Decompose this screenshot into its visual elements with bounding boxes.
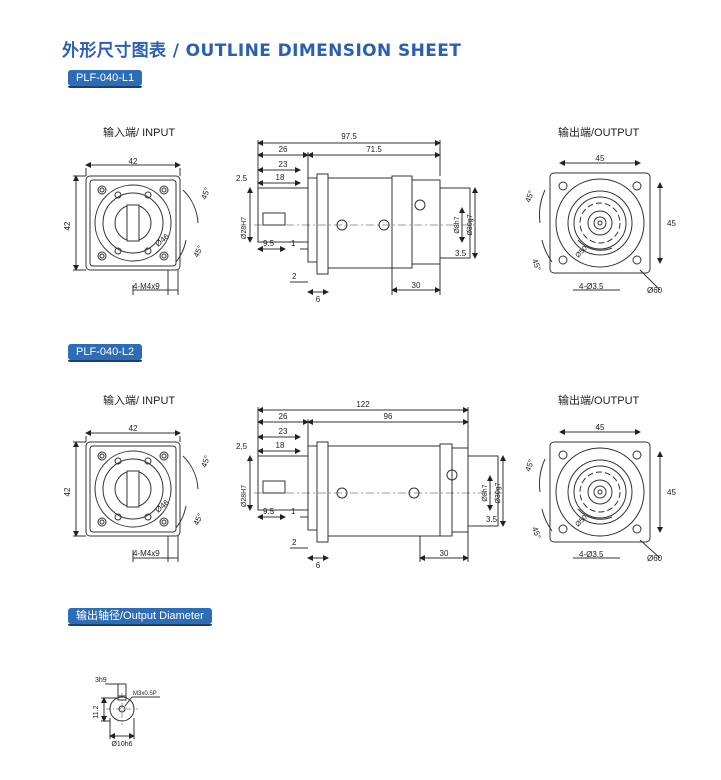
l1-out-flange: Ø60 bbox=[647, 286, 663, 295]
l2-dim-body: 96 bbox=[384, 412, 393, 421]
shaft-diameter: Ø10h6 bbox=[111, 741, 132, 748]
l1-dim-18: 18 bbox=[276, 173, 285, 182]
l1-in-angle: 45° bbox=[199, 186, 212, 200]
page-title: 外形尺寸图表 / OUTLINE DIMENSION SHEET bbox=[62, 41, 462, 61]
l1-dim-30: 30 bbox=[412, 281, 421, 290]
l2-in-height: 42 bbox=[63, 487, 72, 496]
shaft-height: 11.2 bbox=[93, 705, 100, 718]
output-label-l1: 输出端/OUTPUT bbox=[558, 127, 640, 139]
l2-in-angle2: 45° bbox=[192, 512, 205, 527]
l1-in-holes: 4-M4x9 bbox=[133, 282, 160, 291]
l2-out-angle2: 45° bbox=[530, 526, 543, 540]
l1-dim-9-5: 9.5 bbox=[263, 239, 275, 248]
l1-side-view bbox=[247, 140, 478, 295]
shaft-detail-view bbox=[101, 683, 160, 739]
l2-out-height: 45 bbox=[667, 488, 676, 497]
l2-out-width: 45 bbox=[596, 423, 605, 432]
l2-in-bolt-circle: Ø46 bbox=[154, 498, 172, 515]
model-tag-l1: PLF-040-L1 bbox=[68, 70, 143, 88]
l1-in-angle2: 45° bbox=[192, 244, 205, 259]
l2-pilot: Ø30g7 bbox=[495, 482, 502, 503]
l2-dim-26: 26 bbox=[279, 412, 288, 421]
l2-dim-9-5: 9.5 bbox=[263, 507, 275, 516]
output-label-l2: 输出端/OUTPUT bbox=[558, 395, 640, 407]
l1-out-holes: 4-Ø3.5 bbox=[579, 282, 604, 291]
l2-side-view bbox=[247, 407, 506, 562]
l2-output-view bbox=[539, 429, 663, 559]
l2-out-flange: Ø60 bbox=[647, 554, 663, 563]
l2-total-length: 122 bbox=[356, 400, 370, 409]
l2-in-holes: 4-M4x9 bbox=[133, 549, 160, 558]
l1-dim-23: 23 bbox=[279, 160, 288, 169]
l2-input-view bbox=[73, 430, 199, 562]
l1-in-bolt-circle: Ø46 bbox=[154, 232, 172, 249]
l2-shaft: Ø8h7 bbox=[482, 484, 489, 501]
l1-dim-2: 2 bbox=[292, 272, 297, 281]
l2-dim-2-5: 2.5 bbox=[236, 442, 248, 451]
input-label-l1: 输入端/ INPUT bbox=[103, 127, 176, 139]
l2-dim-6: 6 bbox=[316, 561, 321, 570]
l2-bore: Ø28H7 bbox=[241, 485, 248, 507]
l2-dim-3-5: 3.5 bbox=[486, 515, 498, 524]
l1-out-width: 45 bbox=[596, 154, 605, 163]
output-diameter-tag: 输出轴径/Output Diameter bbox=[68, 608, 212, 626]
l1-output-view bbox=[539, 160, 663, 291]
l1-dim-2-5: 2.5 bbox=[236, 174, 248, 183]
l2-out-holes: 4-Ø3.5 bbox=[579, 550, 604, 559]
l1-dim-26: 26 bbox=[279, 145, 288, 154]
l1-input-view bbox=[73, 162, 199, 295]
l1-dim-6: 6 bbox=[316, 295, 321, 304]
l2-dim-23: 23 bbox=[279, 427, 288, 436]
l1-out-angle: 45° bbox=[523, 189, 536, 203]
l2-dim-2: 2 bbox=[292, 538, 297, 547]
l1-out-angle2: 45° bbox=[530, 258, 543, 272]
l1-in-height: 42 bbox=[63, 221, 72, 230]
l2-in-angle: 45° bbox=[199, 454, 212, 468]
shaft-key-width: 3h9 bbox=[95, 677, 107, 684]
l1-shaft: Ø8h7 bbox=[454, 216, 461, 233]
l1-bore: Ø28H7 bbox=[241, 217, 248, 239]
l1-dim-3-5: 3.5 bbox=[455, 249, 467, 258]
l1-out-height: 45 bbox=[667, 219, 676, 228]
l2-dim-1: 1 bbox=[291, 507, 296, 516]
l1-in-width: 42 bbox=[129, 157, 138, 166]
l1-total-length: 97.5 bbox=[341, 132, 357, 141]
model-tag-l2: PLF-040-L2 bbox=[68, 344, 143, 362]
input-label-l2: 输入端/ INPUT bbox=[103, 395, 176, 407]
l2-dim-18: 18 bbox=[276, 441, 285, 450]
shaft-thread: M3x0.5P bbox=[133, 691, 157, 697]
l2-out-angle: 45° bbox=[523, 458, 536, 472]
l1-dim-1: 1 bbox=[291, 239, 296, 248]
l1-dim-body: 71.5 bbox=[366, 145, 382, 154]
l2-in-width: 42 bbox=[129, 424, 138, 433]
l2-dim-30: 30 bbox=[440, 549, 449, 558]
l1-pilot: Ø30g7 bbox=[467, 214, 474, 235]
